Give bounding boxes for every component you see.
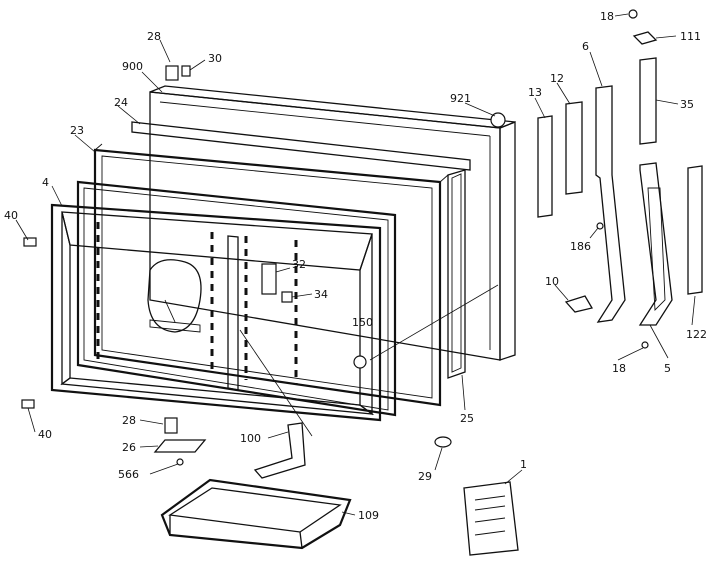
callout-26: 26 [122, 441, 136, 454]
callout-10: 10 [545, 275, 559, 288]
callout-28-bottom: 28 [122, 414, 136, 427]
breaker-strip [131, 121, 471, 171]
callout-35: 35 [680, 98, 694, 111]
callout-18-top: 18 [600, 10, 614, 23]
callout-28-top: 28 [147, 30, 161, 43]
callout-25: 25 [460, 412, 474, 425]
callout-150: 150 [352, 316, 373, 329]
side-strip [447, 169, 466, 379]
callout-12: 12 [550, 72, 564, 85]
callout-29: 29 [418, 470, 432, 483]
callout-122: 122 [686, 328, 707, 341]
hinge-parts [490, 9, 703, 349]
callout-18-bottom: 18 [612, 362, 626, 375]
callout-111: 111 [680, 30, 701, 43]
door-liner [50, 203, 382, 422]
callout-13: 13 [528, 86, 542, 99]
callout-23: 23 [70, 124, 84, 137]
callout-4: 4 [42, 176, 49, 189]
small-hardware [21, 65, 519, 556]
callout-921: 921 [450, 92, 471, 105]
callout-40-bottom: 40 [38, 428, 52, 441]
callout-186: 186 [570, 240, 591, 253]
callout-100: 100 [240, 432, 261, 445]
liner-frame [76, 180, 397, 417]
callout-900: 900 [122, 60, 143, 73]
callout-labels: 28 30 900 24 23 4 40 40 921 13 12 6 18 1… [4, 10, 707, 522]
callout-6: 6 [582, 40, 589, 53]
outer-door-panel [149, 85, 516, 361]
callout-109: 109 [358, 509, 379, 522]
callout-34: 34 [314, 288, 328, 301]
callout-1: 1 [520, 458, 527, 471]
callout-24: 24 [114, 96, 128, 109]
callout-32: 32 [292, 258, 306, 271]
callout-5: 5 [664, 362, 671, 375]
storage-bin [160, 478, 352, 550]
callout-30: 30 [208, 52, 222, 65]
callout-40-top: 40 [4, 209, 18, 222]
leader-lines [15, 13, 696, 516]
callout-566: 566 [118, 468, 139, 481]
door-gasket [93, 143, 449, 407]
